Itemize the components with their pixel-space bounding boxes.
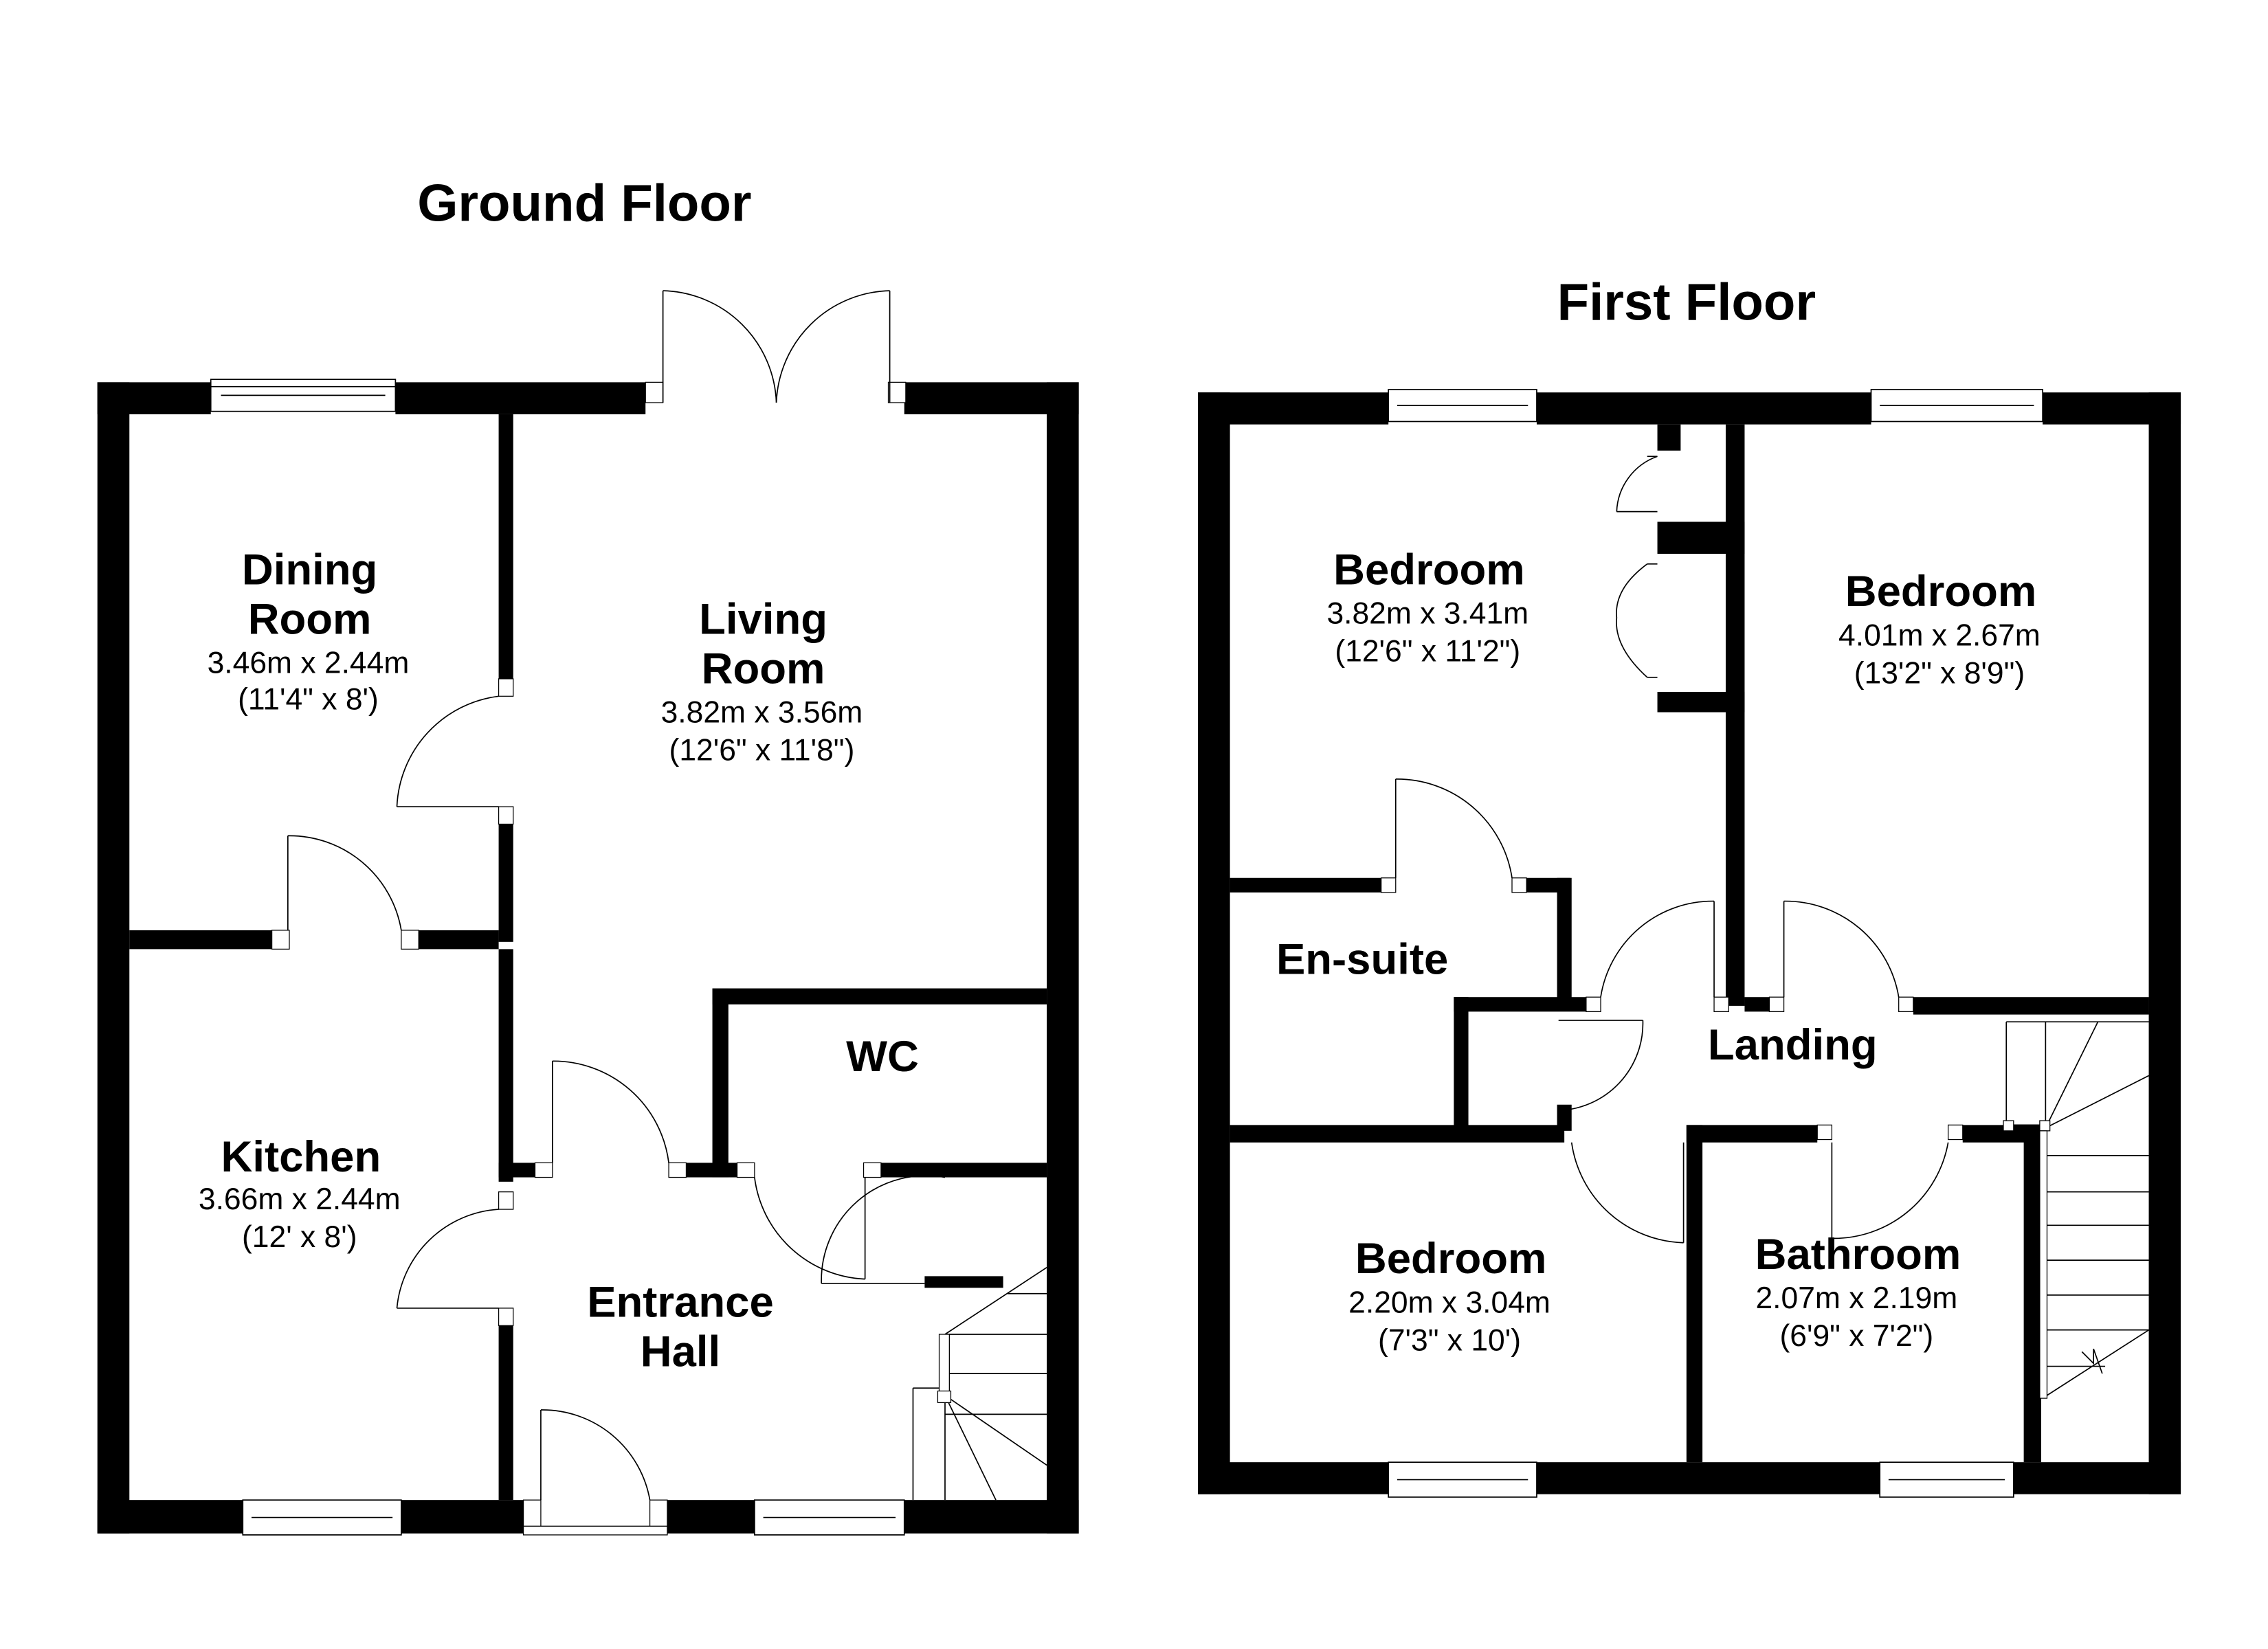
entrance-hall-label-2: Hall — [641, 1328, 720, 1376]
bedroom-2-label: Bedroom — [1845, 568, 2037, 616]
bathroom-metric: 2.07m x 2.19m — [1755, 1281, 1957, 1315]
ensuite-label: En-suite — [1276, 935, 1448, 983]
ground-floor: Ground Floor — [97, 175, 1079, 1536]
ground-floor-outer-walls — [97, 382, 1079, 1534]
bedroom-3-imperial: (7'3" x 10') — [1378, 1323, 1521, 1357]
ground-floor-windows — [210, 379, 905, 1536]
living-room-metric: 3.82m x 3.56m — [661, 695, 863, 729]
first-floor-doors — [1394, 778, 1949, 1244]
kitchen-imperial: (12' x 8') — [242, 1220, 357, 1254]
bedroom-1-metric: 3.82m x 3.41m — [1326, 597, 1528, 631]
dining-room-metric: 3.46m x 2.44m — [208, 646, 410, 680]
living-room-imperial: (12'6" x 11'8") — [669, 733, 855, 767]
bedroom-2-metric: 4.01m x 2.67m — [1838, 618, 2041, 652]
first-floor-staircase — [2003, 1021, 2149, 1399]
bathroom-imperial: (6'9" x 7'2") — [1779, 1319, 1933, 1353]
first-floor-door-jambs — [1380, 877, 1964, 1141]
dining-room-imperial: (11'4" x 8') — [238, 682, 379, 716]
first-floor-windows — [1388, 389, 2043, 1498]
ground-floor-door-jambs — [271, 678, 882, 1534]
kitchen-metric: 3.66m x 2.44m — [199, 1182, 401, 1216]
living-room-label: Living — [699, 595, 827, 643]
ground-floor-labels: Dining Room 3.46m x 2.44m (11'4" x 8') L… — [199, 546, 919, 1376]
bedroom-3-metric: 2.20m x 3.04m — [1348, 1286, 1550, 1319]
ground-floor-internal-walls — [129, 414, 1047, 1501]
first-floor-internal-walls — [1230, 424, 2149, 1463]
first-floor-title: First Floor — [1557, 273, 1816, 331]
bedroom-3-label: Bedroom — [1355, 1235, 1547, 1283]
ground-floor-title: Ground Floor — [417, 175, 751, 233]
kitchen-label: Kitchen — [221, 1133, 381, 1181]
bedroom-2-imperial: (13'2" x 8'9") — [1854, 656, 2025, 690]
entrance-hall-label: Entrance — [587, 1279, 774, 1327]
bedroom-1-imperial: (12'6" x 11'2") — [1335, 635, 1520, 669]
first-floor-labels: Bedroom 3.82m x 3.41m (12'6" x 11'2") Be… — [1276, 546, 2041, 1357]
dining-room-label-2: Room — [248, 595, 372, 643]
first-floor: First Floor — [1198, 273, 2181, 1498]
landing-label: Landing — [1708, 1021, 1878, 1069]
first-floor-outer-walls — [1198, 392, 2181, 1494]
ground-floor-staircase — [912, 1266, 1047, 1501]
french-doors — [645, 290, 907, 403]
wardrobe-doors — [1616, 456, 1658, 678]
dining-room-label: Dining — [242, 546, 377, 594]
living-room-label-2: Room — [702, 644, 825, 693]
ground-floor-doors — [287, 695, 946, 1536]
bedroom-1-label: Bedroom — [1333, 546, 1525, 594]
wc-label: WC — [846, 1033, 919, 1081]
bathroom-label: Bathroom — [1755, 1231, 1961, 1279]
